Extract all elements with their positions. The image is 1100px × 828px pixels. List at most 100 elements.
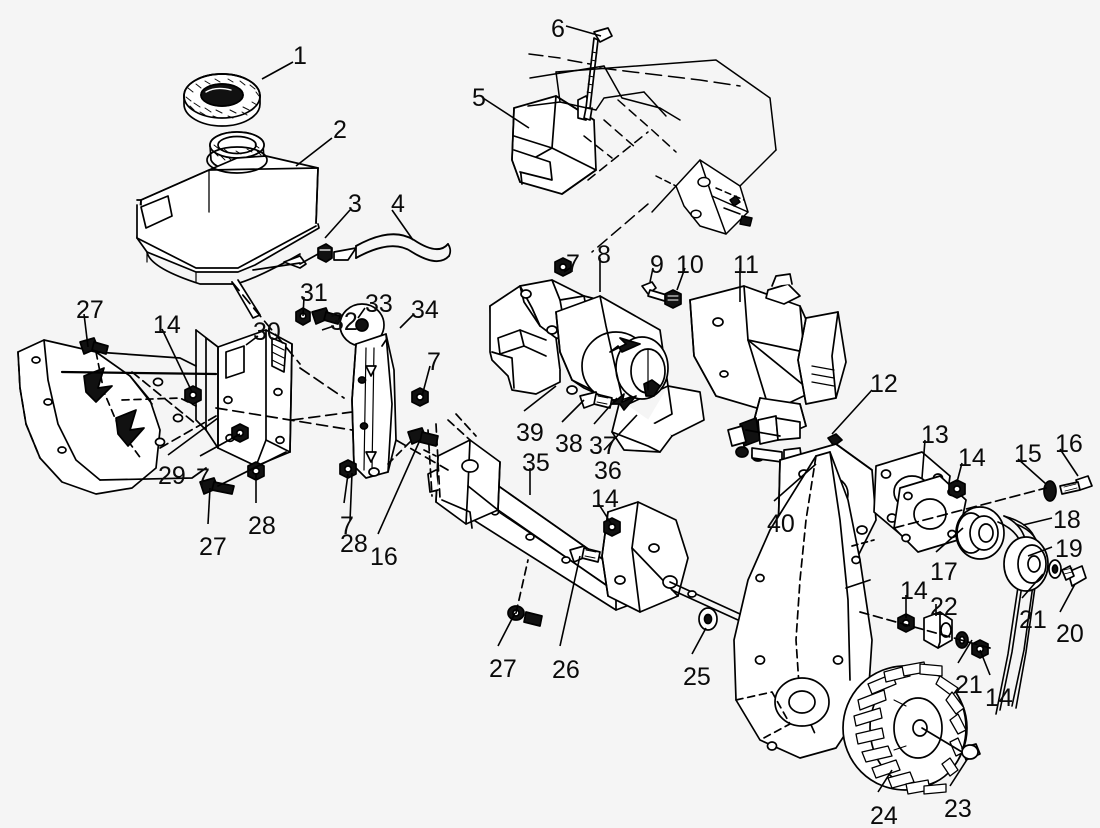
part-4-fuel-line [299,233,452,265]
leader-16a [1059,448,1079,477]
part-27-bolt-upper [79,337,109,355]
leader-40 [773,463,817,502]
callout-34: 34 [411,296,439,324]
part-32-bolt [311,307,341,325]
callout-13: 13 [921,421,949,449]
part-35-drive-tube [423,413,639,611]
leader-24 [877,769,893,793]
callout-40: 40 [767,510,795,538]
leader-10 [676,267,686,291]
leader-12 [831,389,873,435]
callout-7d: 7 [196,464,210,492]
part-34-link-bracket [351,333,397,479]
callout-14e: 14 [153,311,181,339]
part-17-bearing-hub [955,506,1005,560]
part-16-bolt-left [407,427,439,447]
part-11-engine [689,273,847,465]
callout-28a: 28 [340,530,368,558]
leader-39 [523,385,557,412]
callout-20: 20 [1056,620,1084,648]
callout-35: 35 [522,449,550,477]
leader-26 [559,555,581,647]
callout-16a: 16 [1055,430,1083,458]
leader-16b [377,439,421,535]
leader-29 [167,417,219,456]
callout-28b: 28 [248,512,276,540]
leader-21a [1021,573,1044,599]
callout-24: 24 [870,802,898,828]
leader-1 [261,61,294,80]
part-23-bolt [961,743,981,761]
callout-16b: 16 [370,543,398,571]
callout-5: 5 [472,84,486,112]
callout-14b: 14 [900,577,928,605]
leader-27c [207,487,211,525]
part-2-fuel-tank [136,131,320,285]
callout-6: 6 [551,15,565,43]
callout-7b: 7 [340,512,354,540]
leader-14e [161,328,193,393]
part-5-muffler [511,95,597,195]
part-7-nut-left [231,423,249,443]
callout-23: 23 [944,795,972,823]
leader-27b [83,313,89,348]
callout-17: 17 [930,558,958,586]
callout-21a: 21 [1019,606,1047,634]
callout-25: 25 [683,663,711,691]
callout-14d: 14 [591,485,619,513]
part-36-bearing-bracket [601,501,741,621]
part-27-bolt-lower [199,477,235,495]
leader-9 [649,267,654,283]
callout-14a: 14 [958,444,986,472]
part-24-drive-wheel [842,661,968,795]
part-14-nut-left [184,385,202,405]
part-12-bolt [827,433,843,447]
callout-19: 19 [1055,535,1083,563]
leader-38 [561,399,585,423]
callout-2: 2 [333,116,347,144]
part-14-nut-right [948,479,966,499]
callout-26: 26 [552,656,580,684]
part-26-bolt [569,545,601,563]
leader-17 [935,527,964,553]
callout-4: 4 [391,190,405,218]
callout-36: 36 [594,457,622,485]
part-1-air-filter [183,73,261,127]
callout-38: 38 [555,430,583,458]
part-16-bolt-right [1059,475,1093,495]
leader-7b [343,473,349,504]
leader-28a [349,472,353,522]
callout-3: 3 [348,190,362,218]
callout-31: 31 [300,279,328,307]
callout-33: 33 [365,290,393,318]
callout-15: 15 [1014,440,1042,468]
part-10-nut [664,289,682,309]
left-chute-phantom [17,339,218,495]
leader-5 [482,97,530,129]
leader-34 [399,313,415,329]
callout-22: 22 [930,593,958,621]
callout-7c: 7 [427,348,441,376]
callout-32: 32 [330,308,358,336]
callout-27c: 27 [199,533,227,561]
part-21-washer-upper [1048,559,1062,579]
callout-30: 30 [253,318,281,346]
callout-29: 29 [158,462,186,490]
leader-19 [1027,546,1053,557]
leader-13 [921,439,926,479]
part-7-nut-arm [411,387,429,407]
callout-12: 12 [870,370,898,398]
part-19-sprocket [1003,536,1049,592]
part-14-nut-lower [971,639,989,659]
leader-3 [324,209,351,239]
callout-11: 11 [733,251,759,279]
leader-30 [245,335,259,346]
callout-18: 18 [1053,506,1081,534]
leader-4 [391,209,414,241]
part-22-spacer [923,611,953,649]
part-15-pin [1043,480,1057,502]
part-14-nut-tube [603,517,621,537]
leader-14a [956,462,963,483]
leader-27a [497,612,516,647]
